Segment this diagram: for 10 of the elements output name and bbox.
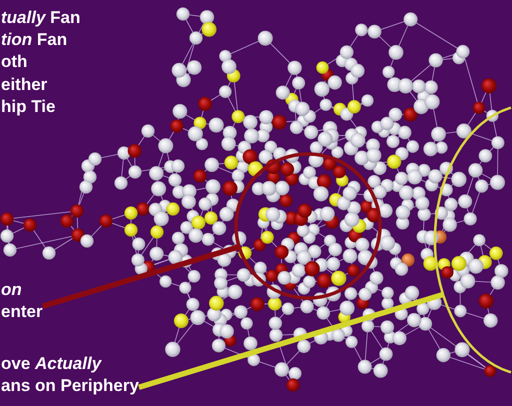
text-label: tion Fan: [1, 29, 68, 52]
annotation-text: on enter: [1, 279, 43, 323]
leader-line: [42, 244, 240, 309]
leader-line: [138, 292, 444, 390]
text-label: oth: [1, 51, 28, 74]
highlight-circle: [234, 152, 382, 300]
annotation-text: ove Actually ans on Periphery: [1, 353, 139, 397]
text-label: hip Tie: [1, 96, 56, 118]
text-label: tually Fan: [1, 7, 80, 29]
text-label: either: [1, 74, 48, 96]
